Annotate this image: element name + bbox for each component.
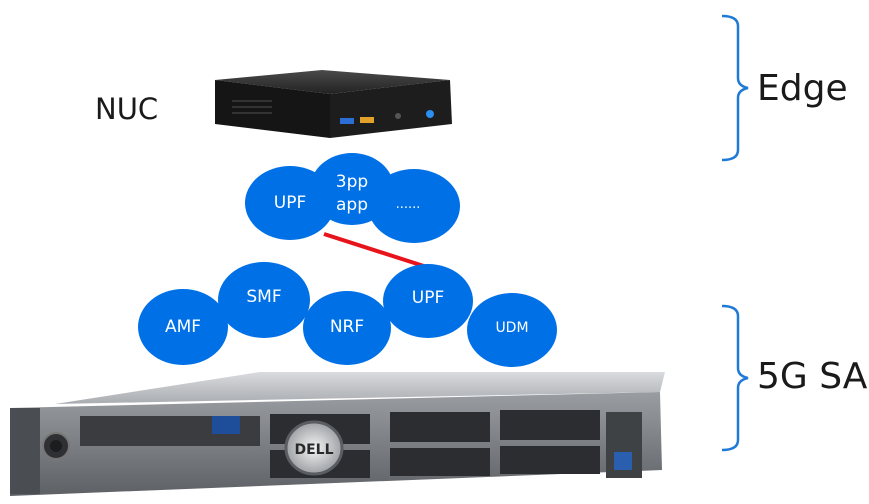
core-upf-node: UPF	[383, 264, 473, 338]
nuc-label: NUC	[95, 92, 159, 126]
edge-app-node: 3pp app	[310, 153, 394, 225]
core-amf-node: AMF	[138, 289, 228, 365]
edge-bracket	[721, 14, 749, 162]
core-smf-text: SMF	[246, 287, 281, 307]
core-upf-text: UPF	[412, 288, 444, 308]
sa-bracket	[721, 304, 749, 452]
core-nrf-text: NRF	[330, 317, 364, 337]
core-nrf-node: NRF	[303, 291, 391, 365]
core-udm-text: UDM	[495, 320, 528, 336]
core-smf-node: SMF	[218, 262, 310, 338]
edge-upf-text: UPF	[274, 193, 306, 213]
edge-app-line1: 3pp	[336, 172, 368, 192]
core-amf-text: AMF	[165, 317, 201, 337]
sa-label: 5G SA	[757, 356, 868, 397]
nuc-device	[215, 70, 452, 138]
edge-more-text: ......	[396, 197, 421, 212]
core-udm-node: UDM	[467, 293, 557, 367]
rack-server: DELL	[10, 372, 665, 496]
dell-logo-text: DELL	[294, 442, 333, 458]
edge-app-line2: app	[336, 195, 368, 215]
upf-link	[323, 232, 431, 270]
edge-label: Edge	[757, 68, 848, 109]
